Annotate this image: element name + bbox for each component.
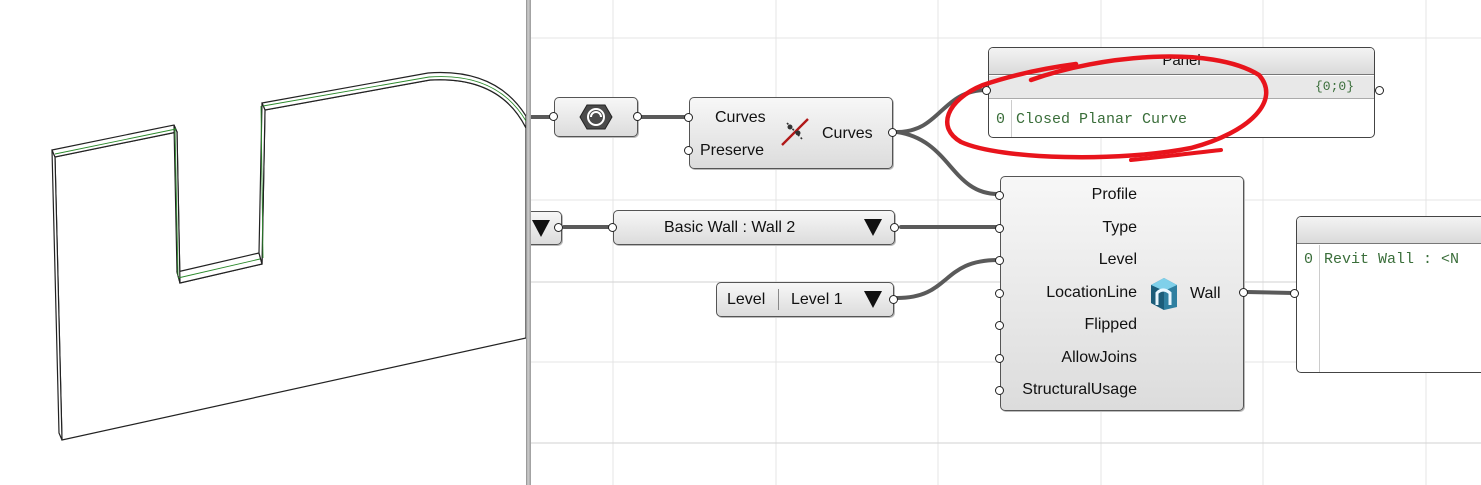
input-label-curves: Curves: [715, 109, 766, 126]
panel2-value: Revit Wall : <N: [1324, 251, 1460, 268]
output-port[interactable]: [890, 223, 899, 232]
panel-path: {0;0}: [1314, 79, 1354, 94]
input-label-level: Level: [1098, 251, 1137, 268]
input-port-level[interactable]: [995, 256, 1004, 265]
output-label-curves: Curves: [822, 125, 873, 142]
input-port[interactable]: [549, 112, 558, 121]
input-label-structuralusage: StructuralUsage: [1022, 381, 1137, 398]
panel[interactable]: Panel {0;0} 0 Closed Planar Curve: [988, 47, 1375, 138]
3d-viewport[interactable]: [0, 0, 526, 485]
panel-index-divider: [1011, 100, 1012, 137]
wall-component[interactable]: Profile Type Level LocationLine Flipped …: [995, 176, 1248, 414]
input-label-type: Type: [1102, 218, 1137, 236]
level-dropdown[interactable]: Level Level 1: [716, 282, 898, 317]
panel-index: 0: [996, 111, 1006, 128]
output-port[interactable]: [633, 112, 642, 121]
input-label-profile: Profile: [1091, 186, 1137, 203]
output-label-wall: Wall: [1190, 285, 1221, 302]
grasshopper-canvas[interactable]: Curves Preserve Curves Panel {0;0} 0 Clo…: [531, 0, 1481, 485]
input-port-locationline[interactable]: [995, 289, 1004, 298]
panel2-title: [1297, 217, 1481, 244]
dropdown-arrow-icon[interactable]: [864, 219, 882, 236]
offscreen-dropdown[interactable]: [531, 211, 563, 245]
level-divider: [778, 289, 779, 310]
input-port-allowjoins[interactable]: [995, 354, 1004, 363]
explode-component[interactable]: [549, 97, 642, 137]
wall-top-right: [261, 71, 526, 129]
input-label-flipped: Flipped: [1084, 316, 1137, 333]
input-port[interactable]: [608, 223, 617, 232]
input-port-preserve[interactable]: [684, 146, 693, 155]
level-value: Level 1: [791, 291, 843, 308]
panel2-index-divider: [1319, 245, 1320, 372]
level-label: Level: [727, 291, 766, 308]
wall-front-face: [54, 79, 526, 441]
output-port-curves[interactable]: [888, 128, 897, 137]
wall-type-dropdown[interactable]: Basic Wall : Wall 2: [608, 210, 899, 245]
input-label-allowjoins: AllowJoins: [1061, 348, 1137, 366]
panel2-index: 0: [1304, 251, 1314, 268]
output-port[interactable]: [889, 295, 898, 304]
revit-wall-icon: [1151, 278, 1177, 310]
panel2-input-port[interactable]: [1290, 289, 1299, 298]
panel-revit-wall[interactable]: 0 Revit Wall : <N: [1296, 216, 1481, 373]
input-label-preserve: Preserve: [700, 142, 765, 159]
input-port-structuralusage[interactable]: [995, 386, 1004, 395]
panel-value: Closed Planar Curve: [1016, 111, 1188, 128]
viewport-splitter[interactable]: [526, 0, 531, 485]
dropdown-arrow-icon[interactable]: [864, 291, 882, 308]
output-port-wall[interactable]: [1239, 288, 1248, 297]
input-label-locationline: LocationLine: [1046, 283, 1137, 301]
input-port-type[interactable]: [995, 224, 1004, 233]
input-port-curves[interactable]: [684, 113, 693, 122]
explode-icon: [579, 104, 613, 130]
wall-type-value: Basic Wall : Wall 2: [664, 219, 796, 236]
wires: [531, 88, 1295, 300]
input-port-profile[interactable]: [995, 191, 1004, 200]
panel-title: Panel: [989, 48, 1374, 75]
wall-inputs: Profile Type Level LocationLine Flipped …: [1022, 186, 1137, 414]
dropdown-arrow-icon[interactable]: [532, 220, 550, 237]
output-port[interactable]: [554, 223, 563, 232]
curves-component[interactable]: Curves Preserve Curves: [684, 97, 897, 169]
input-port-flipped[interactable]: [995, 321, 1004, 330]
curve-filter-icon: [781, 118, 809, 146]
panel-path-bar: {0;0}: [989, 76, 1374, 99]
wall-preview: [51, 71, 526, 441]
panel-input-port[interactable]: [982, 86, 991, 95]
panel-output-port[interactable]: [1375, 86, 1384, 95]
